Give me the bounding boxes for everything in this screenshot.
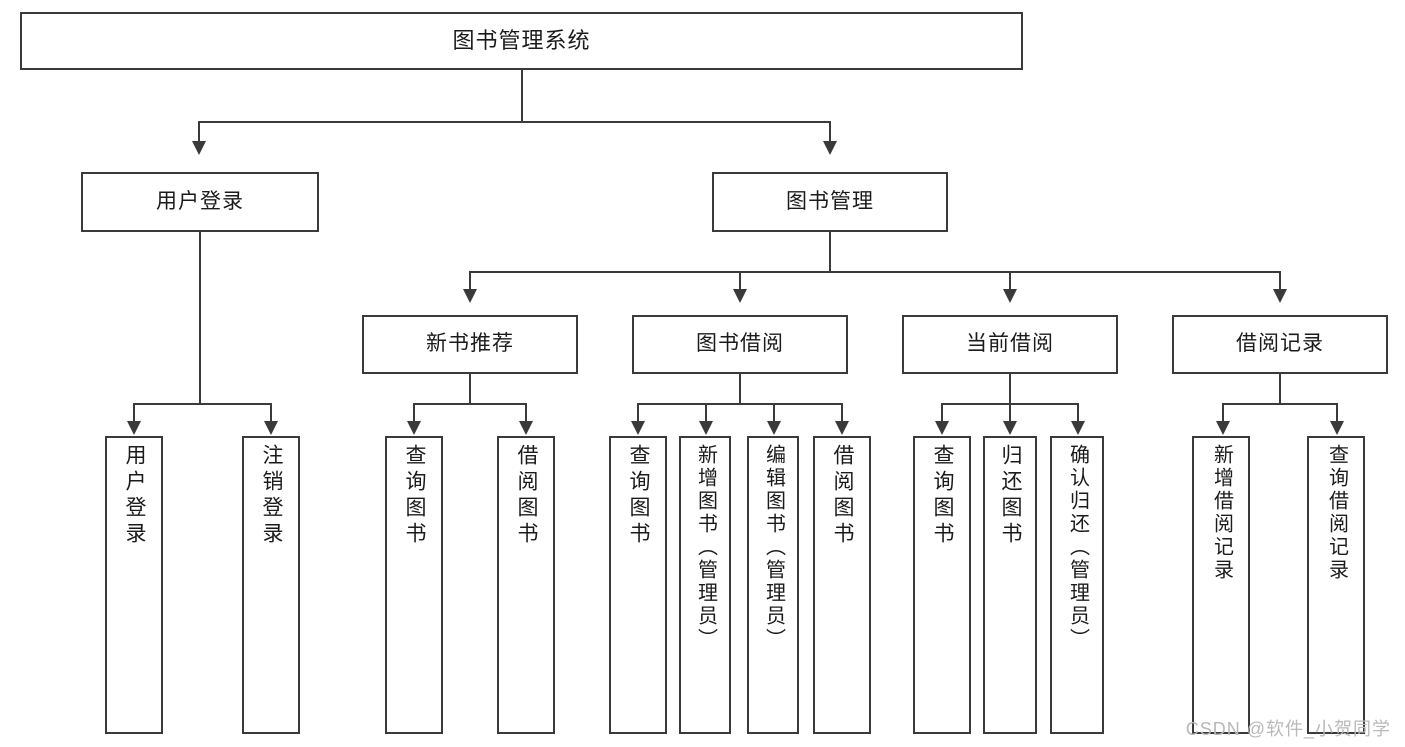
connector-bb-leaf2 <box>705 403 707 425</box>
connector-to-borrow-record <box>1279 271 1281 293</box>
node-label: 图书管理 <box>786 189 874 213</box>
node-leaf-current-query-book[interactable]: 查询图书 <box>913 436 971 734</box>
connector-user-login-leaf2 <box>270 403 272 425</box>
connector-br-leaf1 <box>1222 403 1224 425</box>
connector-book-management-stem <box>829 232 831 272</box>
arrow-cb-leaf3 <box>1071 421 1085 435</box>
node-leaf-user-login-login[interactable]: 用户登录 <box>105 436 163 734</box>
arrow-root-to-user-login <box>192 141 206 155</box>
arrow-bb-leaf3 <box>767 421 781 435</box>
node-leaf-borrow-edit-book-admin[interactable]: 编辑图书（管理员） <box>747 436 799 734</box>
node-leaf-new-book-borrow[interactable]: 借阅图书 <box>497 436 555 734</box>
connector-to-book-borrow <box>739 271 741 293</box>
node-leaf-record-query-record[interactable]: 查询借阅记录 <box>1307 436 1365 734</box>
connector-borrow-record-bus <box>1222 403 1337 405</box>
node-label: 归还图书 <box>999 444 1023 548</box>
connector-new-book-recommend-stem <box>469 374 471 404</box>
connector-user-login-leaf1 <box>133 403 135 425</box>
node-label: 借阅图书 <box>515 444 539 548</box>
arrow-br-leaf1 <box>1216 421 1230 435</box>
connector-root-stem <box>521 70 523 122</box>
arrow-bb-leaf4 <box>835 421 849 435</box>
node-new-book-recommend[interactable]: 新书推荐 <box>362 315 578 374</box>
node-leaf-new-book-query[interactable]: 查询图书 <box>385 436 443 734</box>
arrow-cb-leaf2 <box>1003 421 1017 435</box>
node-label: 查询图书 <box>931 444 955 548</box>
connector-to-new-book-recommend <box>469 271 471 293</box>
node-label: 图书管理系统 <box>452 28 591 54</box>
arrow-br-leaf2 <box>1330 421 1344 435</box>
connector-new-book-recommend-bus <box>413 403 526 405</box>
connector-bb-leaf3 <box>773 403 775 425</box>
node-leaf-user-login-logout[interactable]: 注销登录 <box>242 436 300 734</box>
node-borrow-record[interactable]: 借阅记录 <box>1172 315 1388 374</box>
node-book-borrow[interactable]: 图书借阅 <box>632 315 848 374</box>
connector-root-to-user-login <box>198 121 200 145</box>
arrow-root-to-book-management <box>823 141 837 155</box>
node-label: 用户登录 <box>156 189 244 213</box>
node-book-management[interactable]: 图书管理 <box>712 172 948 232</box>
node-label: 编辑图书（管理员） <box>762 444 785 651</box>
connector-root-bus <box>198 121 831 123</box>
arrow-to-current-borrow <box>1003 289 1017 303</box>
connector-root-to-book-management <box>829 121 831 145</box>
node-label: 当前借阅 <box>966 332 1054 356</box>
arrow-to-borrow-record <box>1273 289 1287 303</box>
node-root-book-management-system[interactable]: 图书管理系统 <box>20 12 1023 70</box>
node-label: 确认归还（管理员） <box>1066 444 1089 651</box>
arrow-nbr-leaf1 <box>407 421 421 435</box>
node-leaf-current-return-book[interactable]: 归还图书 <box>983 436 1037 734</box>
node-label: 新书推荐 <box>426 332 514 356</box>
node-label: 查询借阅记录 <box>1325 444 1348 582</box>
arrow-bb-leaf2 <box>699 421 713 435</box>
arrow-cb-leaf1 <box>935 421 949 435</box>
connector-current-borrow-stem <box>1009 374 1011 404</box>
connector-book-borrow-stem <box>739 374 741 404</box>
arrow-to-new-book-recommend <box>463 289 477 303</box>
watermark: CSDN @软件_小贺同学 <box>1185 719 1391 739</box>
connector-user-login-bus <box>133 403 271 405</box>
node-leaf-current-confirm-return-admin[interactable]: 确认归还（管理员） <box>1050 436 1104 734</box>
node-label: 注销登录 <box>260 444 284 548</box>
node-user-login[interactable]: 用户登录 <box>81 172 319 232</box>
connector-to-current-borrow <box>1009 271 1011 293</box>
connector-nbr-leaf2 <box>525 403 527 425</box>
arrow-user-login-leaf1 <box>127 421 141 435</box>
node-leaf-borrow-borrow-book[interactable]: 借阅图书 <box>813 436 871 734</box>
connector-bb-leaf1 <box>637 403 639 425</box>
node-label: 查询图书 <box>403 444 427 548</box>
node-label: 图书借阅 <box>696 332 784 356</box>
connector-cb-leaf3 <box>1077 403 1079 425</box>
node-label: 借阅记录 <box>1236 332 1324 356</box>
connector-br-leaf2 <box>1336 403 1338 425</box>
node-label: 查询图书 <box>627 444 651 548</box>
node-current-borrow[interactable]: 当前借阅 <box>902 315 1118 374</box>
node-label: 用户登录 <box>123 444 147 548</box>
node-leaf-borrow-add-book-admin[interactable]: 新增图书（管理员） <box>679 436 731 734</box>
connector-book-borrow-bus <box>637 403 843 405</box>
node-leaf-borrow-query-book[interactable]: 查询图书 <box>609 436 667 734</box>
node-label: 新增借阅记录 <box>1210 444 1233 582</box>
connector-cb-leaf1 <box>941 403 943 425</box>
connector-nbr-leaf1 <box>413 403 415 425</box>
connector-cb-leaf2 <box>1009 403 1011 425</box>
arrow-nbr-leaf2 <box>519 421 533 435</box>
node-leaf-record-add-record[interactable]: 新增借阅记录 <box>1192 436 1250 734</box>
node-label: 借阅图书 <box>831 444 855 548</box>
connector-bb-leaf4 <box>841 403 843 425</box>
arrow-to-book-borrow <box>733 289 747 303</box>
connector-borrow-record-stem <box>1279 374 1281 404</box>
node-label: 新增图书（管理员） <box>694 444 717 651</box>
connector-user-login-stem <box>199 232 201 404</box>
connector-level3-bus <box>469 271 1281 273</box>
arrow-user-login-leaf2 <box>264 421 278 435</box>
arrow-bb-leaf1 <box>631 421 645 435</box>
